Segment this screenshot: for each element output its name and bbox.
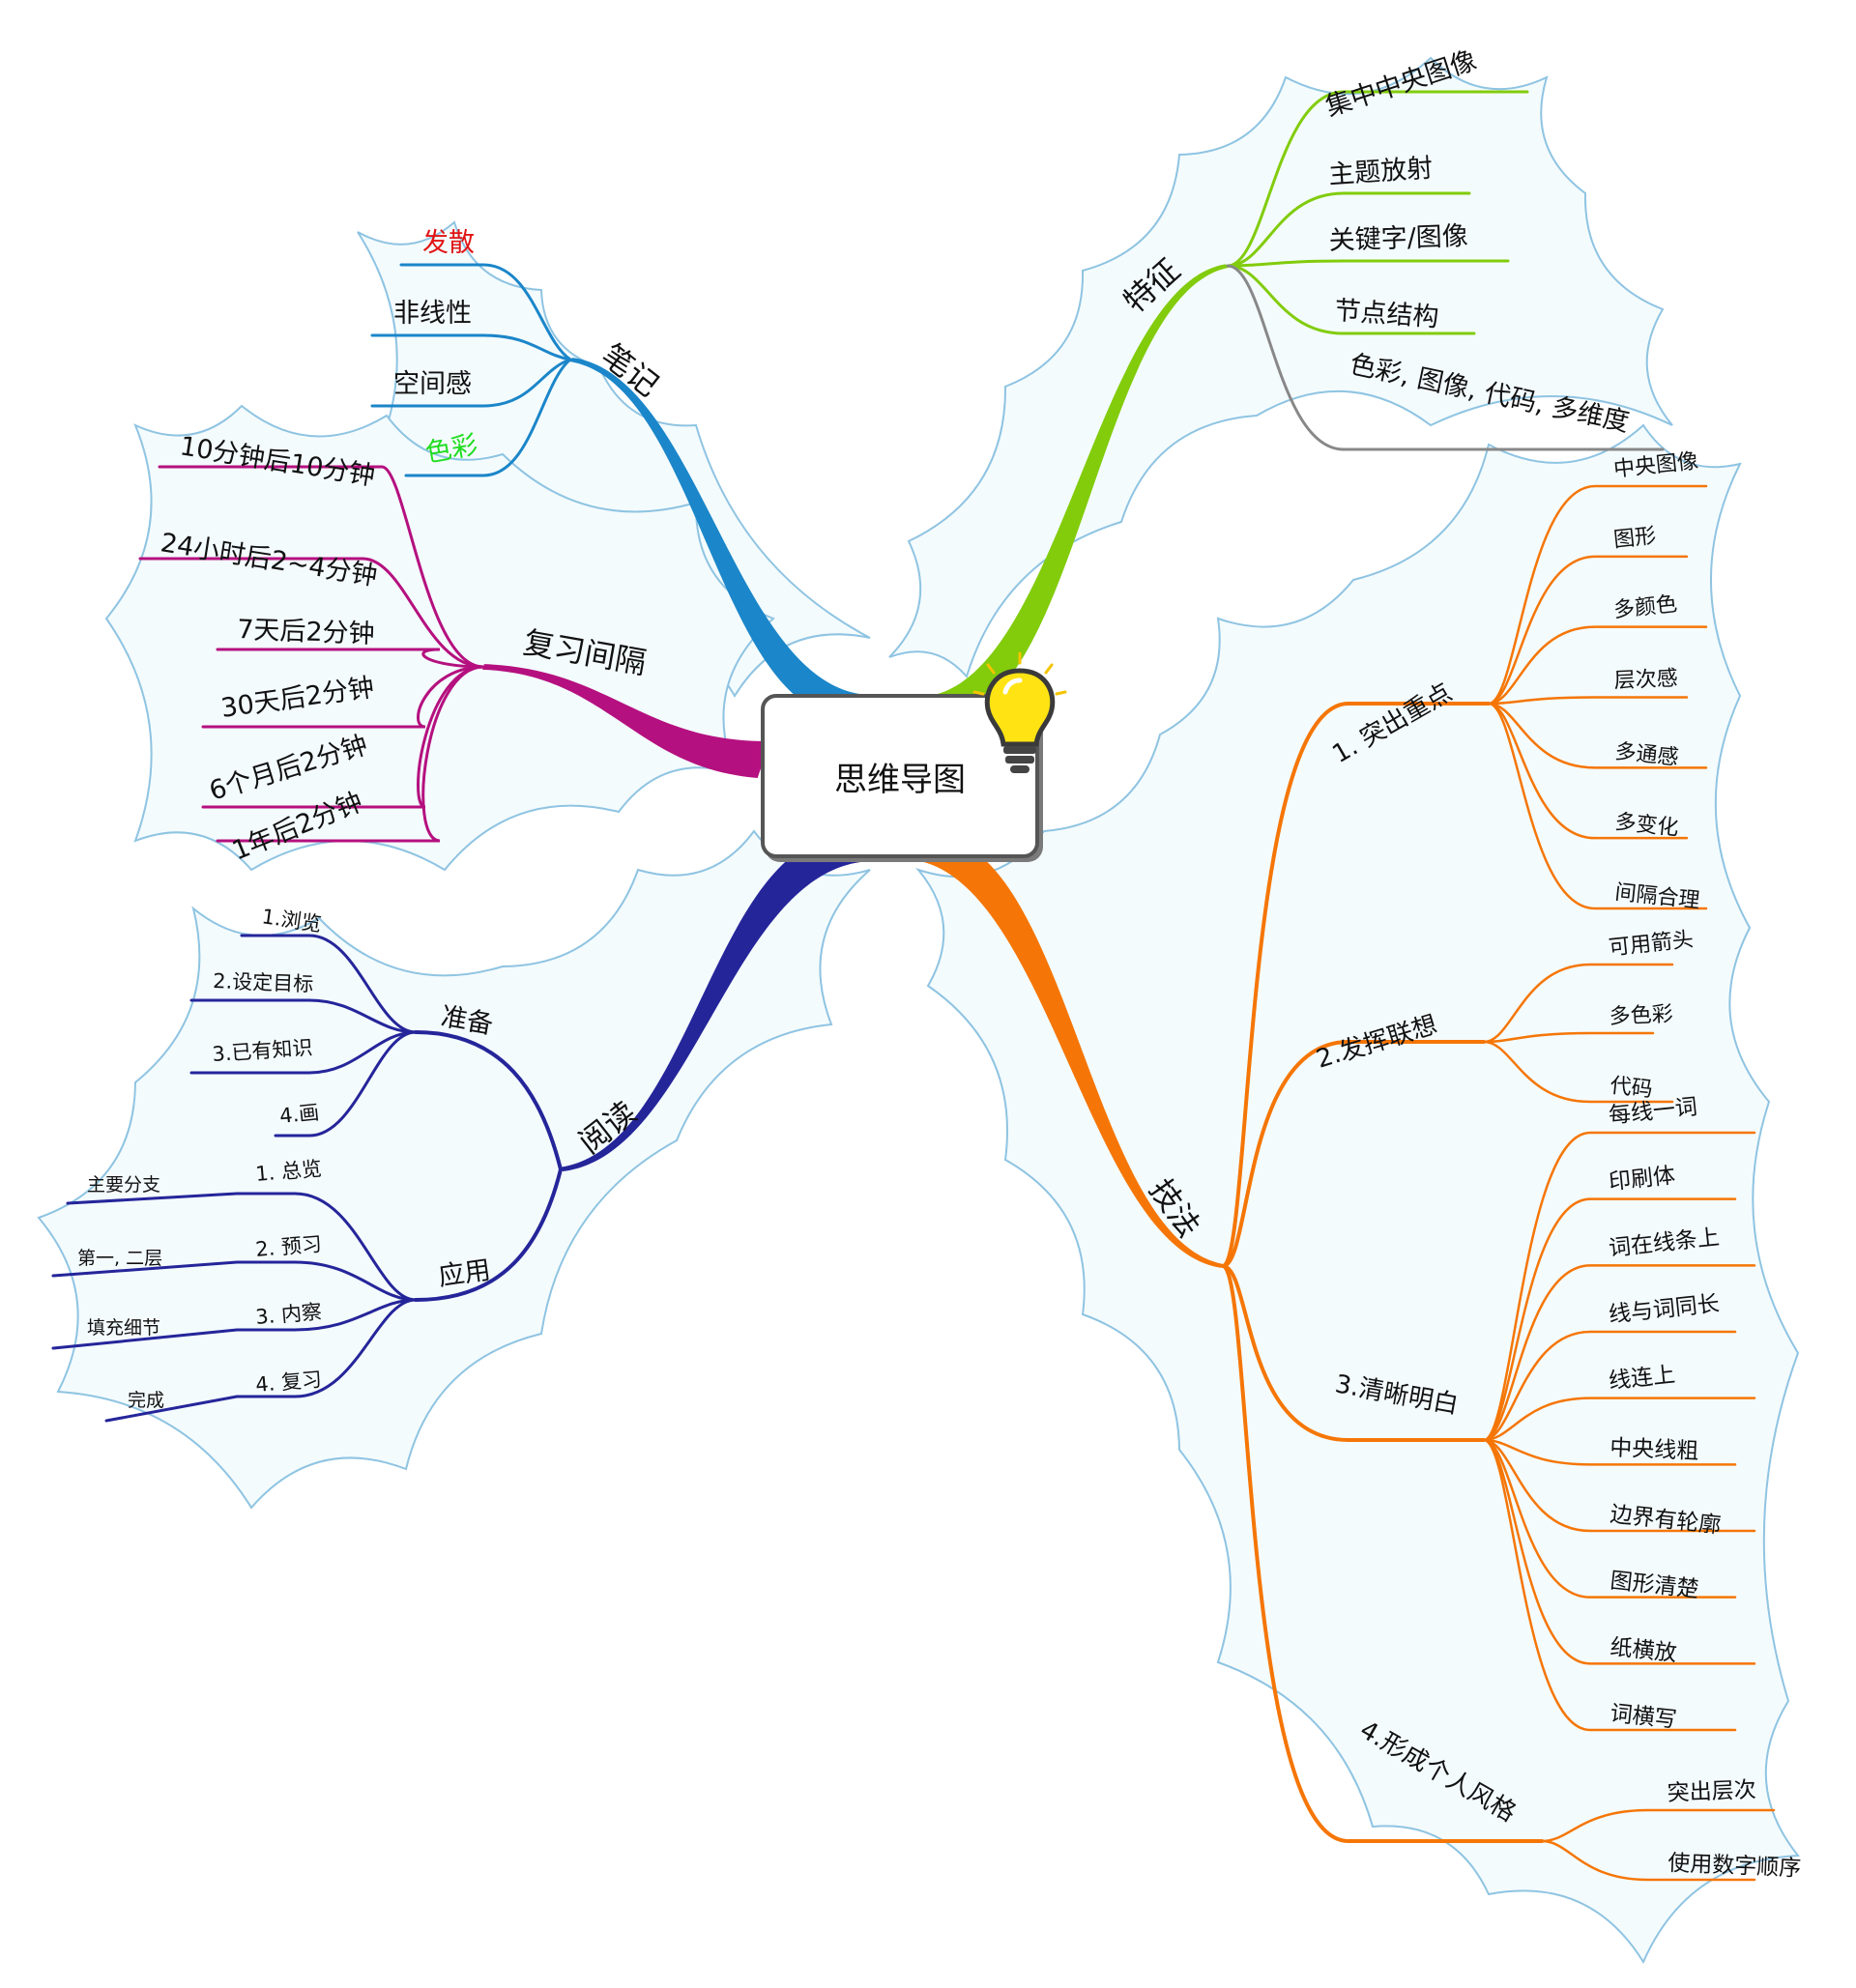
techniques-link [1221,702,1491,1268]
branch-lines [51,90,1776,1882]
prepare-link [240,934,418,1034]
techniques-item[interactable]: 图形 [1612,524,1657,552]
prepare-link [274,1030,418,1138]
techniques-item-link [1482,1397,1756,1442]
techniques-item-link [1482,1131,1756,1442]
apply-item[interactable]: 3. 内察 [254,1300,323,1329]
notes-link [370,358,572,408]
prepare-link [189,998,418,1034]
central-topic[interactable]: 思维导图 [761,694,1039,858]
techniques-item-link [1482,1264,1756,1442]
apply-detail[interactable]: 第一, 二层 [77,1248,162,1269]
trunk-notes [567,358,864,717]
review-link [138,557,485,669]
techniques-item[interactable]: 使用数字顺序 [1668,1851,1802,1882]
features-link [1226,264,1665,451]
review-link [158,465,485,669]
techniques-item-link [1487,702,1708,910]
cloud-boundaries [37,56,1800,1965]
techniques-item-link [1482,1438,1737,1732]
techniques-item-link [1540,1808,1776,1843]
apply-label[interactable]: 应用 [437,1255,493,1292]
apply-link [66,1192,418,1302]
apply-item[interactable]: 1. 总览 [254,1157,323,1186]
prepare-link [189,1030,418,1075]
techniques-item[interactable]: 突出层次 [1667,1777,1756,1806]
apply-link [51,1298,418,1350]
techniques-item-link [1487,484,1708,706]
techniques-link [1221,1264,1486,1442]
techniques-item-link [1482,963,1674,1044]
cloud-features [888,56,1673,679]
techniques-item-link [1482,1438,1756,1533]
apply-detail[interactable]: 主要分支 [87,1174,160,1196]
cloud-techniques [915,423,1800,1965]
central-topic-label: 思维导图 [834,760,966,799]
techniques-item-link [1482,1040,1674,1104]
techniques-item-link [1482,1197,1737,1442]
features-link [1226,259,1510,268]
techniques-item-link [1487,696,1689,706]
techniques-item-link [1482,1438,1737,1466]
techniques-item[interactable]: 代码 [1609,1074,1653,1102]
techniques-item-link [1487,555,1689,706]
trunk-features [927,264,1231,715]
features-item[interactable]: 关键字/图像 [1328,221,1468,256]
review-link [216,648,485,669]
notes-item[interactable]: 空间感 [393,369,472,399]
apply-link [51,1260,418,1302]
features-item[interactable]: 主题放射 [1327,154,1434,190]
features-link [1226,264,1476,335]
techniques-item-link [1482,1330,1737,1442]
prepare-item[interactable]: 1.浏览 [260,905,323,936]
techniques-item[interactable]: 中央线粗 [1610,1435,1699,1464]
techniques-item-link [1487,625,1708,706]
techniques-item[interactable]: 多色彩 [1609,1002,1673,1029]
apply-detail[interactable]: 填充细节 [87,1317,160,1339]
trunk-review [482,664,770,778]
review-link [201,665,485,729]
apply-item[interactable]: 4. 复习 [254,1368,323,1397]
review-item[interactable]: 7天后2分钟 [237,615,375,649]
trunk-reading [558,835,865,1172]
features-link [1226,191,1471,268]
notes-item[interactable]: 发散 [422,228,475,258]
apply-detail[interactable]: 完成 [128,1390,164,1411]
techniques-link [1221,1040,1486,1268]
techniques-item-link [1482,1438,1756,1665]
features-link [1226,90,1529,268]
techniques-link [1221,1264,1544,1843]
apply-link [104,1298,418,1423]
prepare-item[interactable]: 2.设定目标 [213,969,314,996]
reading-link [414,1030,563,1171]
trunk-techniques [912,837,1226,1268]
techniques-item-link [1540,1839,1756,1882]
techniques-item-link [1482,1438,1737,1599]
techniques-item-link [1487,702,1689,840]
techniques-item-link [1482,1031,1655,1044]
apply-item[interactable]: 2. 预习 [254,1232,323,1261]
techniques-item[interactable]: 层次感 [1613,667,1678,694]
notes-link [404,358,572,477]
lightbulb-icon [972,651,1067,773]
prepare-item[interactable]: 4.画 [278,1101,320,1128]
notes-link [370,333,572,361]
features-item[interactable]: 节点结构 [1334,296,1440,332]
techniques-item-link [1487,702,1708,769]
reading-link [414,1167,563,1302]
review-link [216,665,485,843]
notes-item[interactable]: 非线性 [393,299,472,329]
notes-link [399,263,572,361]
